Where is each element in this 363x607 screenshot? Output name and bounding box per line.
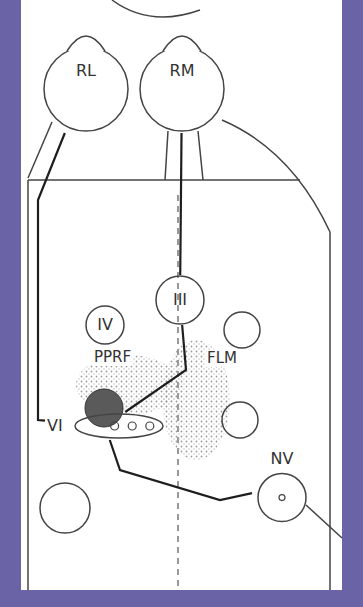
brainstem-outline [27,180,29,590]
brainstem-outline [329,232,331,590]
region-label: FLM [205,350,239,367]
nucleus-label: RM [170,62,195,80]
frame-bar [342,0,363,607]
node-outline [45,412,165,440]
nucleus-label: III [173,291,187,309]
nerve-line [198,131,203,180]
nucleus-node: NV [252,450,312,524]
nerve-pathway [110,440,252,500]
node-outline [40,28,132,133]
frame-bar [0,590,363,607]
nucleus-node: III [155,275,205,325]
nucleus-circle [224,312,260,348]
node-outline [136,28,228,133]
nucleus-label: RL [76,62,96,80]
frame-bar [0,0,21,607]
nerve-pathway [38,133,65,421]
region-label: PPRF [92,349,133,366]
nucleus-label: IV [97,316,113,334]
nerve-line [306,505,342,538]
brainstem-outline [28,179,300,181]
nerve-line [165,131,168,180]
eyeball-node: RL [40,28,132,133]
nucleus-circle [40,483,90,533]
nucleus-label: VI [47,417,63,435]
eyeball-node: RM [136,28,228,133]
nucleus-circle [222,402,258,438]
lesion-dot [85,389,123,427]
nerve-line [28,122,52,178]
nucleus-node: IV [85,305,125,345]
nucleus-node: VI [45,412,165,440]
nucleus-label: NV [271,450,294,468]
optic-tract [112,0,200,17]
nerve-pathway [125,325,186,412]
nerve-pathway [180,133,181,275]
nerve-line [222,120,330,232]
